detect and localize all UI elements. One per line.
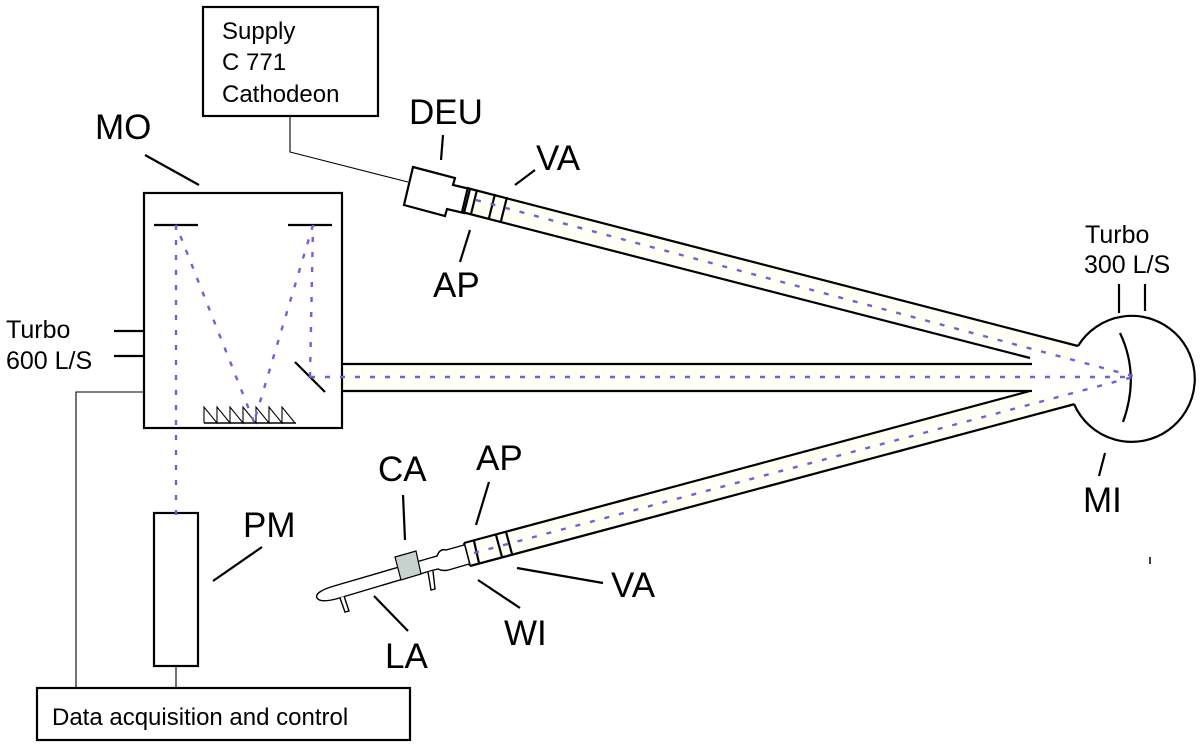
upper-tube-top-wall [466, 186, 1079, 348]
lower-tube-fill [464, 392, 1074, 566]
ap-top-disc-1 [460, 186, 470, 213]
va-top-leader [514, 169, 536, 186]
wi-leader [477, 579, 521, 609]
pm-photomultiplier [152, 511, 200, 668]
ap-top-leader [458, 229, 472, 263]
wi-window [462, 542, 472, 567]
turbo-600-label-line1: Turbo [6, 316, 70, 344]
beam-paths [174, 198, 1134, 555]
ap-top-label: AP [433, 266, 480, 305]
ap-bottom-label: AP [476, 439, 523, 478]
beam-mo-3 [174, 224, 256, 423]
lower-tube [462, 389, 1076, 568]
ca-label: CA [378, 450, 427, 489]
mo-monochromator [114, 191, 344, 430]
deu-label: DEU [409, 93, 483, 132]
deu-unit [402, 165, 509, 222]
va-bottom-disc-2 [504, 531, 514, 555]
lamp-stub-left [339, 595, 350, 613]
lamp-stub-right [427, 570, 436, 591]
turbo-300-label-line2: 300 L/S [1084, 251, 1170, 279]
va-bottom-label: VA [611, 566, 656, 605]
deu-leader [439, 134, 445, 161]
va-bottom-leader [516, 566, 604, 585]
la-label: LA [385, 637, 428, 676]
mo-leader [144, 154, 200, 186]
ap-top-disc-2 [469, 189, 479, 215]
daq-box-frame [35, 686, 412, 742]
deu-body [402, 165, 472, 218]
va-top-disc-1 [487, 193, 497, 219]
daq-box: Data acquisition and control [35, 686, 412, 742]
beam-mo-2 [252, 224, 315, 423]
ca-leader [401, 494, 407, 541]
upper-tube [461, 186, 1079, 362]
turbo-600-label-line2: 600 L/S [6, 347, 92, 375]
supply-label-line2: C 771 [222, 49, 286, 76]
lower-tube-bottom-wall [469, 402, 1076, 568]
upper-tube-bottom-wall [461, 210, 1031, 360]
mi-label: MI [1083, 481, 1122, 520]
pm-leader [212, 546, 263, 582]
ap-bottom-leader [474, 481, 491, 526]
lower-tube-top-wall [463, 389, 1031, 545]
daq-label: Data acquisition and control [52, 704, 348, 731]
mo-cable [75, 391, 144, 688]
leader-lines [144, 134, 1107, 632]
supply-label-line3: Cathodeon [222, 81, 339, 108]
mo-label: MO [95, 108, 151, 147]
pm-label: PM [243, 506, 296, 545]
mo-box-frame [142, 191, 344, 430]
lamp-body [315, 544, 470, 602]
mi-sphere [1072, 314, 1196, 443]
wi-label: WI [504, 614, 547, 653]
supply-cable [289, 116, 409, 183]
lamp-assembly [315, 544, 470, 613]
va-top-label: VA [536, 139, 581, 178]
la-leader [373, 595, 409, 632]
va-top-disc-2 [499, 196, 509, 222]
supply-box: Supply C 771 Cathodeon [201, 5, 380, 118]
beam-mo-1 [308, 224, 315, 378]
grating [203, 405, 296, 425]
ca-adapter [394, 550, 422, 581]
supply-label-line1: Supply [222, 18, 295, 45]
va-bottom-disc-1 [494, 534, 504, 558]
mi-leader [1097, 452, 1107, 477]
mi-chamber [1072, 284, 1196, 443]
upper-tube-fill [462, 188, 1078, 362]
turbo-300-label-line1: Turbo [1085, 221, 1149, 249]
